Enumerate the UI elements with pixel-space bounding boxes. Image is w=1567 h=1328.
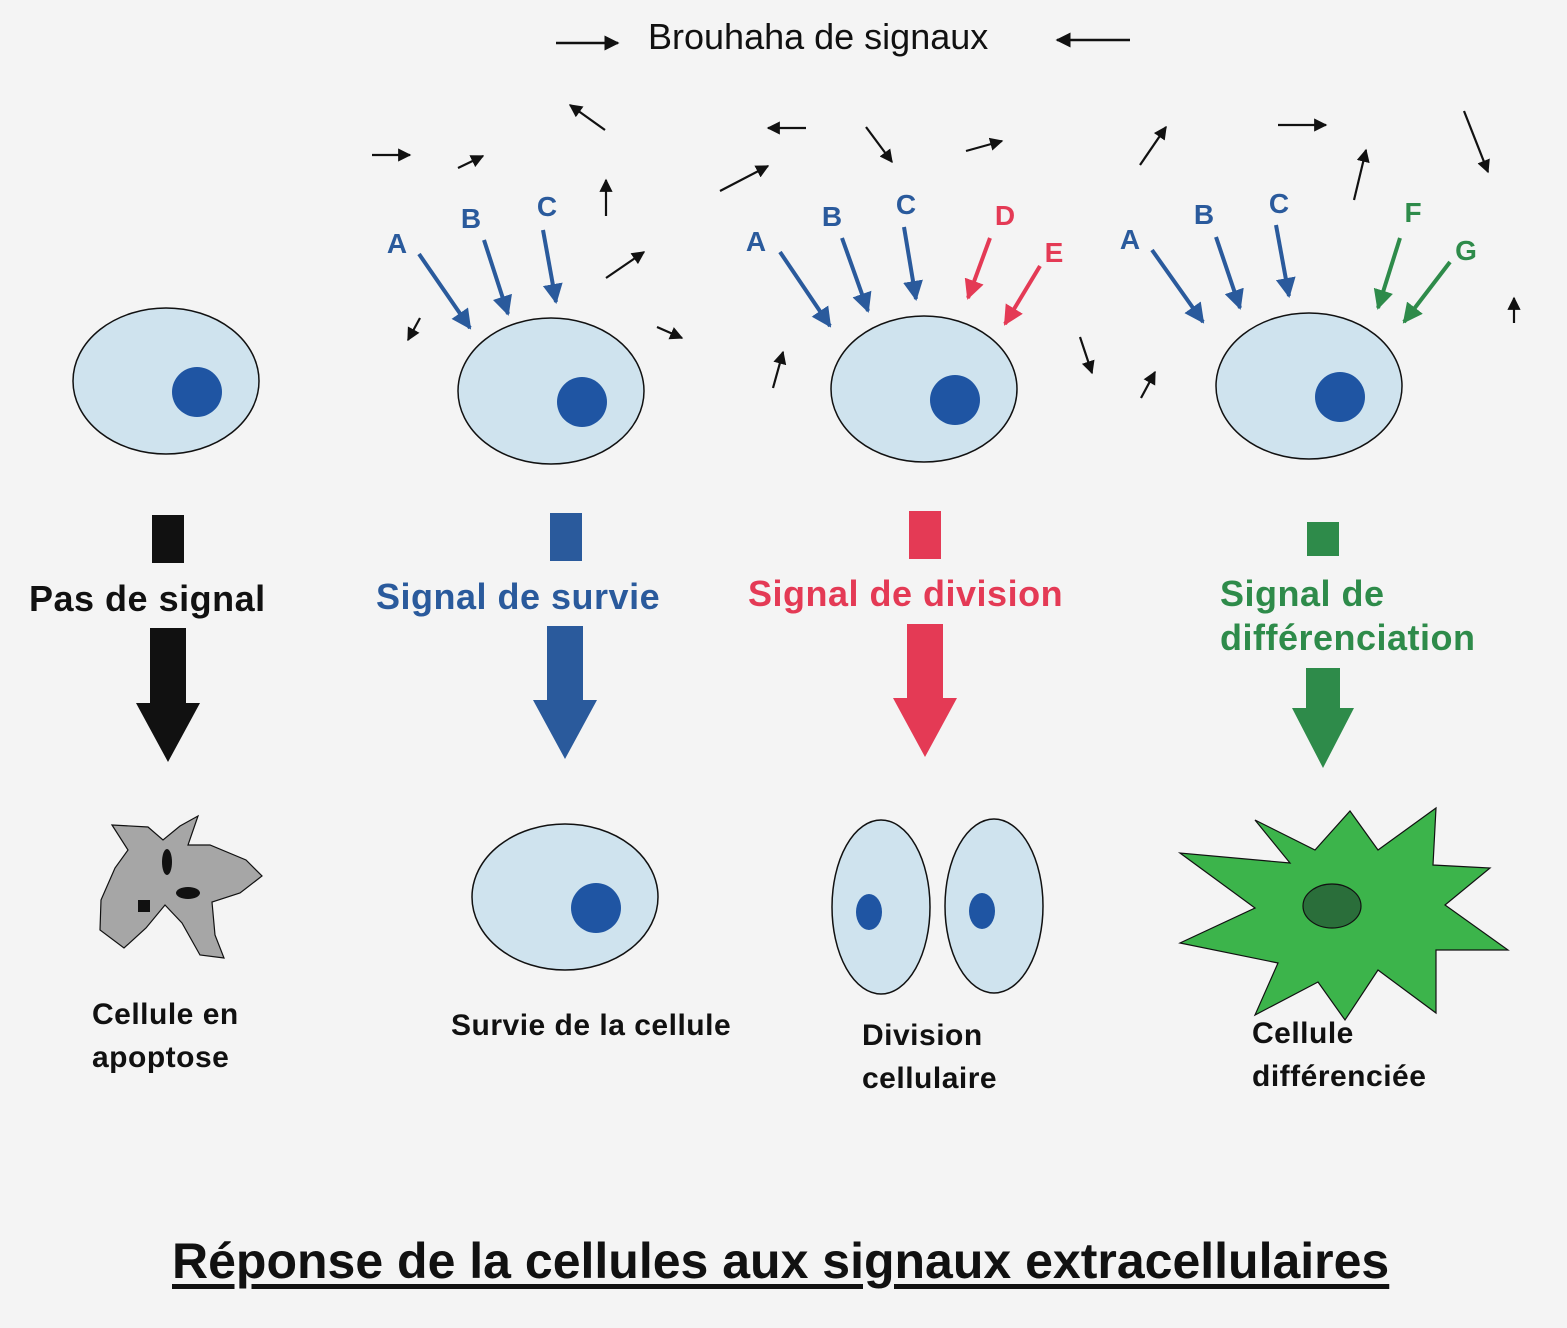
noise-arrow [656, 325, 684, 340]
receptor-letter: A [1120, 224, 1140, 255]
result-label-apoptosis: Cellule en apoptose [92, 993, 239, 1079]
receptor-arrow [1274, 224, 1296, 298]
receptor-letter: A [387, 228, 407, 259]
result-label-differentiation: Cellule différenciée [1252, 1012, 1426, 1098]
apoptotic-cell [99, 814, 263, 959]
cell-differentiation [1215, 312, 1403, 460]
signal-label-none-text: Pas de signal [29, 578, 266, 619]
cell-no-signal [72, 307, 260, 455]
arrow-survival [533, 626, 597, 759]
stem-differentiation [1307, 522, 1339, 556]
nucleus [557, 377, 607, 427]
stem-division [909, 511, 941, 559]
receptor-arrow [1373, 237, 1402, 310]
result-line: Cellule [1252, 1017, 1354, 1050]
receptor-arrow [482, 239, 512, 316]
receptor-arrow [1214, 236, 1244, 310]
noise-arrow [568, 104, 606, 131]
result-label-survival: Survie de la cellule [451, 1004, 731, 1047]
nucleus [1315, 372, 1365, 422]
receptor-letter: D [995, 200, 1015, 231]
noise-arrow [719, 165, 770, 192]
cell-survival [457, 317, 645, 465]
nucleus [1302, 883, 1362, 929]
dividing-cells [831, 818, 1044, 995]
signal-label-division: Signal de division [748, 573, 1063, 615]
signal-label-survival: Signal de survie [376, 576, 660, 618]
receptor-arrow [1003, 264, 1042, 326]
result-line: Cellule en [92, 998, 239, 1031]
noise-arrows [372, 104, 1521, 399]
signal-arrows: A B C A B C DE A B C F G [387, 188, 1477, 330]
cell-division [830, 315, 1018, 463]
receptor-arrow [778, 250, 832, 328]
noise-arrow [1462, 110, 1490, 174]
result-line: Survie de la cellule [451, 1009, 732, 1042]
receptor-arrow [840, 237, 872, 313]
result-line: Division [862, 1019, 983, 1052]
receptor-letter: C [537, 191, 557, 222]
arrow-division [893, 624, 957, 757]
receptor-letter: G [1455, 235, 1477, 266]
signal-label-differentiation: Signal de différenciation [1220, 572, 1476, 660]
arrow-differentiation [1292, 668, 1354, 768]
signal-label-survival-text: Signal de survie [376, 576, 661, 617]
nucleus [172, 367, 222, 417]
result-line: différenciée [1252, 1060, 1427, 1093]
noise-title-arrows [556, 32, 1130, 51]
receptor-letter: B [1194, 199, 1214, 230]
noise-arrow [771, 350, 787, 389]
differentiated-cell [1177, 806, 1510, 1022]
noise-arrow [965, 137, 1004, 153]
stem-no-signal [152, 515, 184, 563]
noise-arrow [1140, 370, 1156, 399]
signal-label-division-text: Signal de division [748, 573, 1064, 614]
main-title: Réponse de la cellules aux signaux extra… [172, 1233, 1390, 1289]
result-label-division: Division cellulaire [862, 1014, 997, 1100]
receptor-letter: E [1045, 237, 1064, 268]
nucleus [856, 894, 882, 930]
receptor-letter: C [1269, 188, 1289, 219]
signal-label-differentiation-line1: Signal de [1220, 573, 1385, 614]
receptor-arrow [1402, 260, 1452, 324]
noise-arrow [407, 317, 421, 342]
stem-survival [550, 513, 582, 561]
noise-arrow [605, 251, 646, 279]
receptor-arrow [541, 229, 563, 304]
result-line: cellulaire [862, 1062, 998, 1095]
signal-label-none: Pas de signal [29, 578, 266, 620]
receptor-arrow [964, 237, 992, 300]
arrow-no-signal [136, 628, 200, 762]
noise-arrow [865, 126, 893, 164]
receptor-arrow [417, 252, 472, 330]
result-line: apoptose [92, 1041, 230, 1074]
noise-arrow [1352, 148, 1370, 201]
receptor-arrow [1150, 248, 1205, 324]
noise-arrow [1078, 336, 1095, 375]
noise-title: Brouhaha de signaux [648, 16, 989, 57]
noise-arrow [1139, 125, 1167, 166]
nucleus [969, 893, 995, 929]
receptor-letter: B [822, 201, 842, 232]
nucleus [930, 375, 980, 425]
signal-label-differentiation-line2: différenciation [1220, 617, 1476, 658]
receptor-letter: C [896, 189, 916, 220]
survived-cell [471, 823, 659, 971]
noise-arrow [457, 155, 485, 169]
receptor-letter: B [461, 203, 481, 234]
receptor-arrow [902, 226, 923, 301]
receptor-letter: F [1404, 197, 1421, 228]
nucleus [571, 883, 621, 933]
receptor-letter: A [746, 226, 766, 257]
